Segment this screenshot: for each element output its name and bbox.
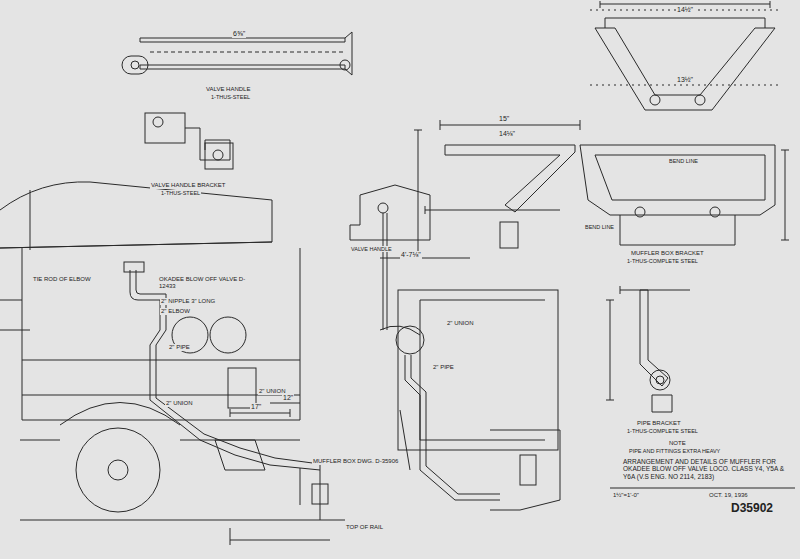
drawing-label: BEND LINE [668, 158, 699, 164]
drawing-label: 1-THUS-STEEL [160, 190, 201, 196]
drawing-label: 1-THUS-STEEL [210, 94, 251, 100]
drawing-label: TOP OF RAIL [345, 524, 384, 531]
drawing-label: 14⅛" [498, 130, 516, 138]
drawing-label: 2" UNION [446, 320, 474, 327]
muffler-box-bracket [414, 120, 789, 255]
drawing-label: 2" UNION [165, 400, 193, 407]
drawing-label: 12" [282, 394, 294, 402]
drawing-label: NOTE [668, 440, 687, 447]
drawing-label: TIE ROD OF ELBOW [32, 276, 92, 283]
drawing-label: 2" ELBOW [160, 308, 191, 315]
drawing-label: VALVE HANDLE BRACKET [150, 182, 226, 189]
drawing-label: 1-THUS-COMPLETE STEEL [626, 428, 699, 434]
drawing-label: 17" [250, 403, 262, 411]
drawing-title: ARRANGEMENT AND DETAILS OF MUFFLER FOR O… [622, 458, 794, 480]
drawing-label: 2" PIPE [168, 344, 191, 351]
valve-handle [122, 32, 352, 75]
drawing-label: VALVE HANDLE [205, 86, 251, 93]
drawing-label: PIPE BRACKET [636, 420, 682, 427]
v-bracket [590, 1, 780, 110]
drawing-label: 6⅝" [232, 30, 246, 38]
drawing-label: OCT. 19, 1936 [708, 492, 749, 499]
drawing-label: PIPE AND FITTINGS EXTRA HEAVY [628, 448, 721, 454]
drawing-label: MUFFLER BOX DWG. D-35906 [312, 458, 399, 465]
drawing-label: 13½" [676, 76, 694, 84]
drawing-label: D35902 [730, 502, 774, 516]
drawing-label: 15" [498, 115, 510, 123]
handle-bracket [145, 113, 233, 169]
drawing-label: 2" PIPE [432, 364, 455, 371]
drawing-label: VALVE HANDLE [350, 246, 393, 252]
pipe-bracket [606, 286, 690, 412]
locomotive-side [0, 182, 345, 545]
drawing-label: 4'-7⅛" [400, 251, 422, 259]
drawing-label: MUFFLER BOX BRACKET [630, 250, 705, 257]
drawing-label: 14½" [676, 6, 694, 14]
drawing-label: BEND LINE [584, 224, 615, 230]
drawing-label: 1½"=1'-0" [612, 492, 640, 499]
drawing-label: 2" NIPPLE 3" LONG [160, 298, 216, 305]
drawing-label: 1-THUS-COMPLETE STEEL [626, 258, 699, 264]
title-block [610, 488, 795, 489]
drawing-label: OKADEE BLOW OFF VALVE D-12433 [158, 276, 250, 290]
